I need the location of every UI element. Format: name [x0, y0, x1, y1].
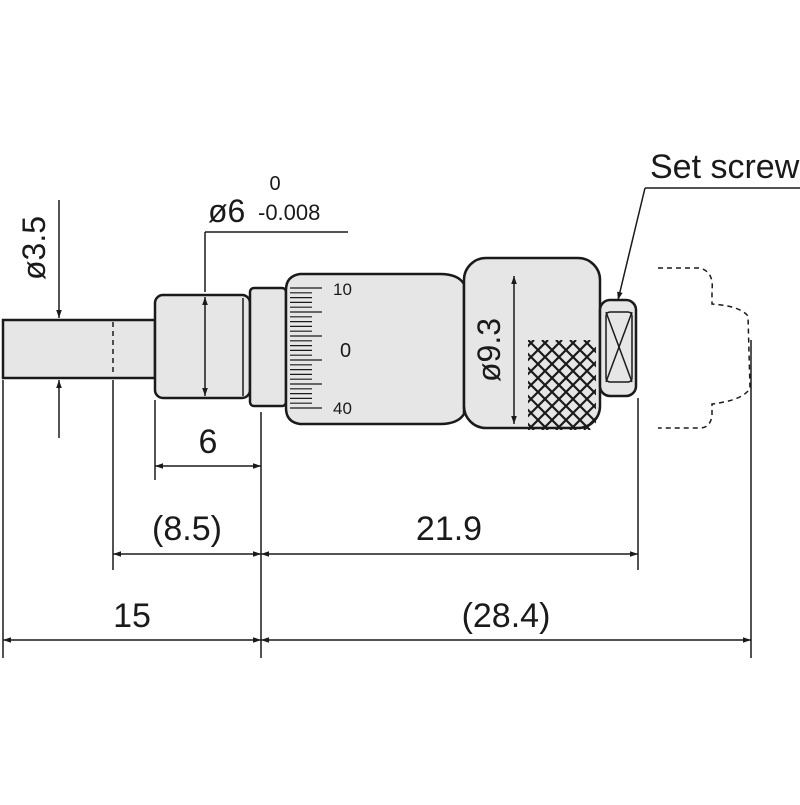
set-screw-cross-line [605, 311, 633, 383]
thimble [284, 272, 466, 426]
sleeve-tolerance-upper: 0 [269, 173, 280, 195]
knurl-line [654, 340, 744, 430]
knurl-line [555, 388, 596, 430]
length-dimensions [3, 463, 751, 643]
knurl-line [654, 340, 744, 430]
spindle-diameter-label: ø3.5 [16, 216, 52, 280]
knurl-line [528, 340, 549, 362]
sleeve-diameter-label: ø6 [208, 193, 245, 229]
knurl-line [528, 340, 596, 410]
thimble-scale-label-bottom: 40 [333, 399, 352, 418]
knurl-line [528, 394, 563, 430]
ratchet-diameter-label: ø9.3 [471, 318, 507, 382]
knurl-line [528, 380, 577, 430]
thimble-scale-label-top: 10 [333, 280, 352, 299]
body-length-label: 21.9 [416, 510, 482, 548]
knurl-line [555, 340, 596, 382]
set-screw-head [605, 311, 633, 383]
sleeve-collar [248, 286, 288, 408]
knurl-line [626, 340, 716, 430]
knurl-pattern [528, 340, 744, 430]
diameter-dimensions [56, 200, 517, 438]
accessory-outline [658, 267, 751, 429]
knurl-line [528, 366, 591, 430]
knurl-line [528, 408, 549, 430]
spindle [1, 318, 157, 380]
thimble-scale-ticks [290, 287, 322, 409]
knurl-line [528, 352, 596, 424]
extension-lines [2, 231, 752, 658]
thimble-scale-label-middle: 0 [340, 340, 351, 362]
knurl-line [626, 340, 716, 430]
sleeve [153, 293, 252, 400]
knurl-line [528, 340, 563, 376]
knurl-line [541, 340, 596, 396]
set-screw-leader [617, 187, 800, 301]
knurl-line [640, 340, 730, 430]
sleeve-tolerance-lower: -0.008 [258, 200, 320, 225]
knurl-line [569, 402, 596, 430]
sleeve-length-label: 6 [199, 423, 218, 461]
knurl-line [640, 340, 730, 430]
spindle-length-label: 15 [113, 597, 151, 635]
total-length-label: (28.4) [462, 597, 551, 635]
knurl-line [569, 340, 596, 368]
spindle-offset-label: (8.5) [152, 510, 222, 548]
set-screw-label: Set screw [650, 148, 800, 186]
